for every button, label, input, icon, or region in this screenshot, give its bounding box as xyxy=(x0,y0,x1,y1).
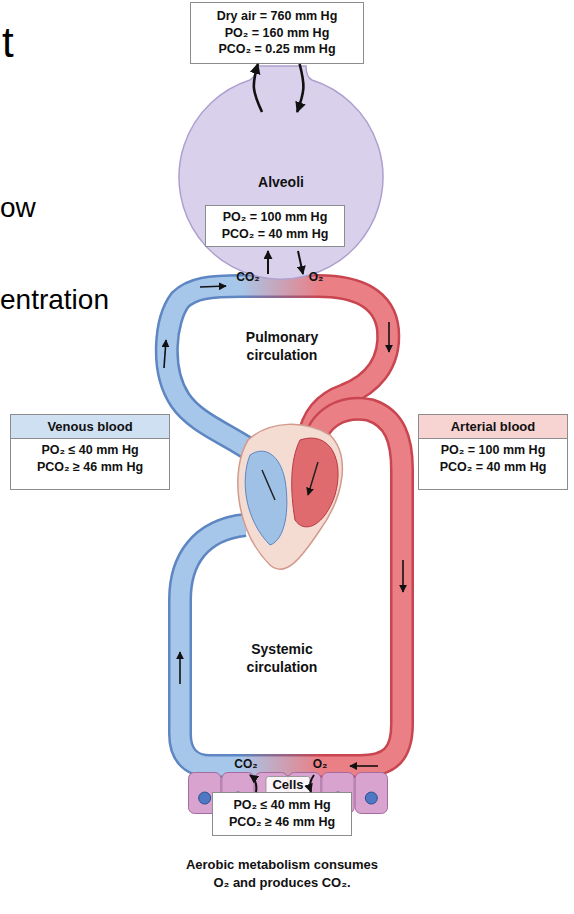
left-heart-chamber xyxy=(292,438,338,527)
venous-blood-box: Venous bloodPO₂ ≤ 40 mm HgPCO₂ ≥ 46 mm H… xyxy=(10,414,170,490)
node-text: PO₂ = 100 mm Hg xyxy=(419,442,567,459)
node-text: PO₂ ≤ 40 mm Hg xyxy=(233,797,330,814)
flow-arrow xyxy=(164,340,166,368)
vein-outline xyxy=(180,525,245,766)
node-text: PO₂ ≤ 40 mm Hg xyxy=(11,442,169,459)
node-text: PCO₂ ≥ 46 mm Hg xyxy=(11,459,169,476)
node-text: PO₂ = 100 mm Hg xyxy=(223,209,328,226)
air-flow-arrow xyxy=(254,64,262,112)
slide-text-fragment: t xyxy=(2,16,42,71)
alveolus-shape xyxy=(179,66,383,279)
heart-flow-arrow xyxy=(262,462,318,500)
systemic-vein xyxy=(180,525,245,766)
cell-body xyxy=(355,773,387,814)
flow-arrow xyxy=(350,765,378,767)
node-text: PCO₂ = 40 mm Hg xyxy=(222,226,329,243)
gas-label: CO₂ xyxy=(226,757,266,773)
air-flow-arrow xyxy=(297,64,303,112)
right-heart-chamber xyxy=(245,451,287,545)
flow-arrow xyxy=(402,560,404,592)
circuit-label: Pulmonary circulation xyxy=(227,328,337,364)
o2-entry-arrow xyxy=(298,251,303,274)
slide-text-fragment: ow xyxy=(0,190,70,226)
flow-arrow xyxy=(388,322,390,352)
flow-direction-arrows xyxy=(164,286,403,766)
flow-arrow xyxy=(179,652,181,684)
cell-symbol xyxy=(355,773,387,814)
alveolar-values-box: PO₂ = 100 mm HgPCO₂ = 40 mm Hg xyxy=(205,205,345,247)
node-text: PCO₂ ≥ 46 mm Hg xyxy=(229,814,335,831)
o2-uptake-arrow xyxy=(310,775,314,792)
alveolus-sac: AlveoliPO₂ = 100 mm HgPCO₂ = 40 mm Hg xyxy=(180,112,382,282)
figure-caption: Aerobic metabolism consumes O₂ and produ… xyxy=(177,856,387,892)
cell-nucleus xyxy=(199,792,211,804)
node-text: PCO₂ = 40 mm Hg xyxy=(419,459,567,476)
edge-group xyxy=(254,64,304,112)
flow-arrow xyxy=(200,286,226,287)
slide-text-fragment: entration xyxy=(0,282,130,318)
heart-outline xyxy=(238,424,343,569)
gas-label: O₂ xyxy=(300,757,340,773)
co2-exit-arrow xyxy=(267,251,269,274)
cell-values-box: PO₂ ≤ 40 mm HgPCO₂ ≥ 46 mm Hg xyxy=(212,792,352,836)
node-text: Venous blood xyxy=(11,415,169,439)
node-text: Dry air = 760 mm Hg xyxy=(217,8,338,25)
co2-release-arrow xyxy=(250,775,256,792)
circuit-label: Systemic circulation xyxy=(227,640,337,676)
node-text: PCO₂ = 0.25 mm Hg xyxy=(218,41,335,58)
blood-vessels xyxy=(167,286,402,766)
cell-nucleus xyxy=(365,792,377,804)
arterial-blood-box: Arterial bloodPO₂ = 100 mm HgPCO₂ = 40 m… xyxy=(418,414,568,490)
air-values-box: Dry air = 760 mm HgPO₂ = 160 mm HgPCO₂ =… xyxy=(190,2,364,64)
alveolus-outline xyxy=(180,112,382,282)
node-text: Alveoli xyxy=(180,174,382,190)
heart xyxy=(238,424,343,569)
node-text: PO₂ = 160 mm Hg xyxy=(225,25,330,42)
node-text: Arterial blood xyxy=(419,415,567,439)
